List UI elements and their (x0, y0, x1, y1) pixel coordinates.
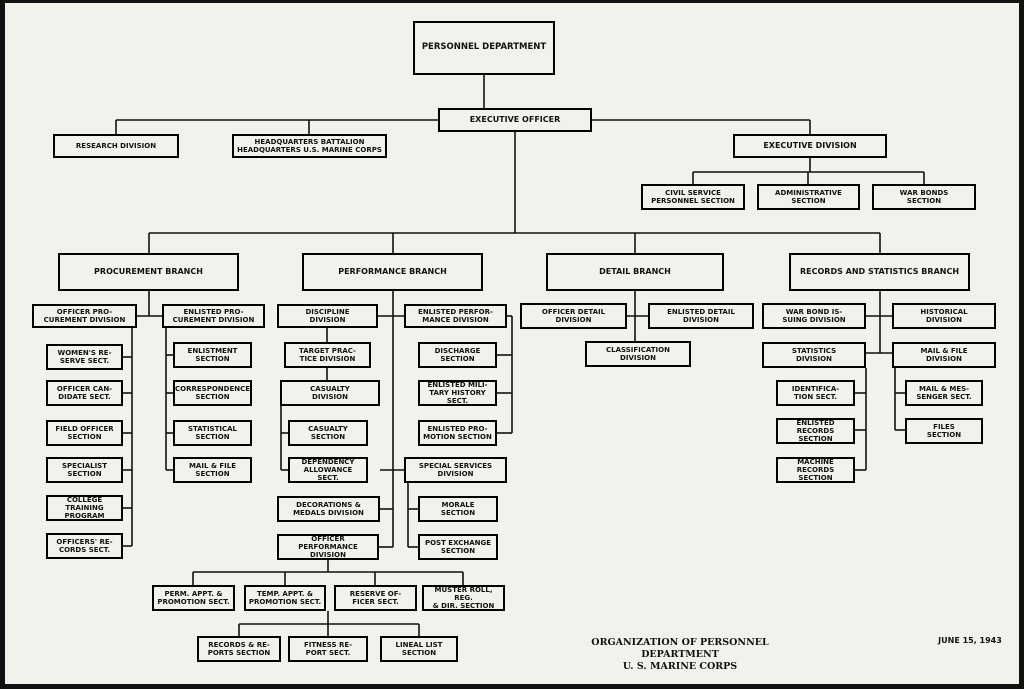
node-enlistment: ENLISTMENT SECTION (173, 342, 252, 368)
node-specialist: SPECIALIST SECTION (46, 457, 123, 483)
node-morale: MORALE SECTION (418, 496, 498, 522)
node-muster-roll: MUSTER ROLL, REG. & DIR. SECTION (422, 585, 505, 611)
node-civil-service: CIVIL SERVICE PERSONNEL SECTION (641, 184, 745, 210)
node-executive-division: EXECUTIVE DIVISION (733, 134, 887, 158)
node-hq-battalion: HEADQUARTERS BATTALION HEADQUARTERS U.S.… (232, 134, 387, 158)
node-officer-candidate: OFFICER CAN- DIDATE SECT. (46, 380, 123, 406)
node-executive-officer: EXECUTIVE OFFICER (438, 108, 592, 132)
node-war-bond-issuing: WAR BOND IS- SUING DIVISION (762, 303, 866, 329)
node-procurement-branch: PROCUREMENT BRANCH (58, 253, 239, 291)
node-discharge: DISCHARGE SECTION (418, 342, 497, 368)
node-statistical: STATISTICAL SECTION (173, 420, 252, 446)
node-college-training: COLLEGE TRAINING PROGRAM (46, 495, 123, 521)
node-historical: HISTORICAL DIVISION (892, 303, 996, 329)
node-post-exchange: POST EXCHANGE SECTION (418, 534, 498, 560)
node-temp-appt: TEMP. APPT. & PROMOTION SECT. (244, 585, 326, 611)
node-records-branch: RECORDS AND STATISTICS BRANCH (789, 253, 970, 291)
node-officers-records: OFFICERS' RE- CORDS SECT. (46, 533, 123, 559)
node-machine-records: MACHINE RECORDS SECTION (776, 457, 855, 483)
node-correspondence: CORRESPONDENCE SECTION (173, 380, 252, 406)
node-detail-branch: DETAIL BRANCH (546, 253, 724, 291)
node-decorations: DECORATIONS & MEDALS DIVISION (277, 496, 380, 522)
node-statistics-division: STATISTICS DIVISION (762, 342, 866, 368)
node-mail-file-division: MAIL & FILE DIVISION (892, 342, 996, 368)
node-fitness-report: FITNESS RE- PORT SECT. (288, 636, 368, 662)
node-perm-appt: PERM. APPT. & PROMOTION SECT. (152, 585, 235, 611)
chart-caption: ORGANIZATION OF PERSONNEL DEPARTMENT U. … (591, 637, 769, 672)
node-reserve-officer: RESERVE OF- FICER SECT. (334, 585, 417, 611)
node-classification: CLASSIFICATION DIVISION (585, 341, 691, 367)
node-war-bonds: WAR BONDS SECTION (872, 184, 976, 210)
node-identification: IDENTIFICA- TION SECT. (776, 380, 855, 406)
node-enlisted-performance: ENLISTED PERFOR- MANCE DIVISION (404, 304, 507, 328)
node-lineal-list: LINEAL LIST SECTION (380, 636, 458, 662)
node-target-practice: TARGET PRAC- TICE DIVISION (284, 342, 371, 368)
node-field-officer: FIELD OFFICER SECTION (46, 420, 123, 446)
chart-date: JUNE 15, 1943 (938, 636, 1002, 645)
node-casualty-section: CASUALTY SECTION (288, 420, 368, 446)
node-performance-branch: PERFORMANCE BRANCH (302, 253, 483, 291)
node-mail-file-proc: MAIL & FILE SECTION (173, 457, 252, 483)
node-mail-messenger: MAIL & MES- SENGER SECT. (905, 380, 983, 406)
node-dependency: DEPENDENCY ALLOWANCE SECT. (288, 457, 368, 483)
node-enlisted-detail: ENLISTED DETAIL DIVISION (648, 303, 754, 329)
node-enlisted-procurement: ENLISTED PRO- CUREMENT DIVISION (162, 304, 265, 328)
node-womens-reserve: WOMEN'S RE- SERVE SECT. (46, 344, 123, 370)
node-officer-performance: OFFICER PERFORMANCE DIVISION (277, 534, 379, 560)
node-enlisted-records: ENLISTED RECORDS SECTION (776, 418, 855, 444)
node-special-services: SPECIAL SERVICES DIVISION (404, 457, 507, 483)
node-officer-procurement: OFFICER PRO- CUREMENT DIVISION (32, 304, 137, 328)
node-files-section: FILES SECTION (905, 418, 983, 444)
node-officer-detail: OFFICER DETAIL DIVISION (520, 303, 627, 329)
node-administrative: ADMINISTRATIVE SECTION (757, 184, 860, 210)
node-records-reports: RECORDS & RE- PORTS SECTION (197, 636, 281, 662)
node-discipline: DISCIPLINE DIVISION (277, 304, 378, 328)
node-enlisted-promotion: ENLISTED PRO- MOTION SECTION (418, 420, 497, 446)
node-personnel-department: PERSONNEL DEPARTMENT (413, 21, 555, 75)
node-research-division: RESEARCH DIVISION (53, 134, 179, 158)
node-casualty-division: CASUALTY DIVISION (280, 380, 380, 406)
node-military-history: ENLISTED MILI- TARY HISTORY SECT. (418, 380, 497, 406)
